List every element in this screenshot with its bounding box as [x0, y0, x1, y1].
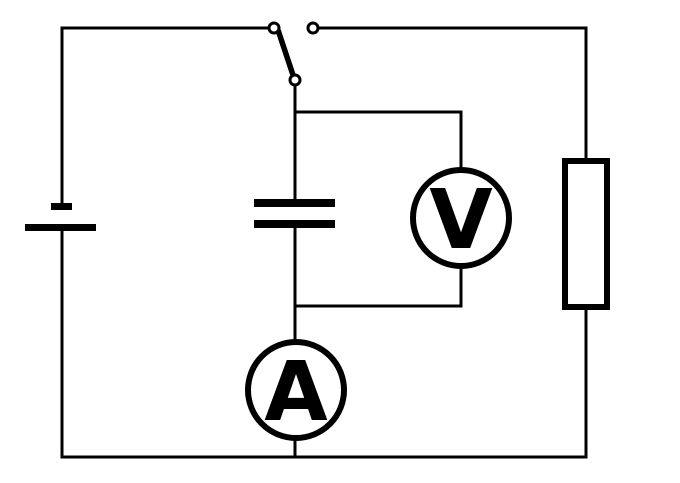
switch-symbol: [267, 21, 320, 87]
wire-topleft: [60, 26, 268, 204]
battery-short-plate: [51, 203, 72, 210]
resistor-symbol: [562, 158, 610, 310]
switch-contact-lower: [288, 73, 302, 87]
voltmeter-circle: [410, 167, 512, 269]
voltmeter-label: V: [429, 173, 493, 268]
switch-contact-right: [306, 21, 320, 35]
capacitor-symbol: [254, 199, 335, 228]
wires: [60, 26, 588, 459]
switch-contact-left: [267, 21, 281, 35]
ammeter-symbol: A: [245, 339, 347, 441]
capacitor-bottom-plate: [254, 220, 335, 228]
ammeter-circle: [245, 339, 347, 441]
voltmeter-symbol: V: [410, 167, 512, 269]
wire-bottom-loop: [60, 229, 588, 459]
ammeter-label: A: [264, 345, 328, 440]
wire-voltmeter-top: [295, 110, 463, 169]
battery-long-plate: [25, 224, 96, 231]
capacitor-top-plate: [254, 199, 335, 207]
wire-voltmeter-bottom: [295, 267, 463, 308]
switch-lever: [275, 29, 296, 76]
battery-symbol: [25, 203, 96, 231]
resistor-box: [562, 158, 610, 310]
wire-topright: [319, 26, 588, 160]
